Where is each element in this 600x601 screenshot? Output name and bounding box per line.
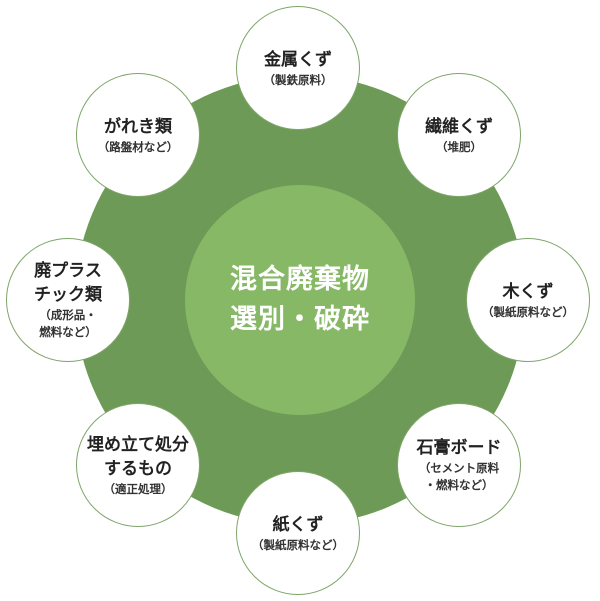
node-title: 石膏ボード	[416, 438, 502, 458]
node-title: 紙くず	[272, 514, 324, 535]
node-wood: 木くず （製紙原料など）	[466, 238, 590, 362]
node-sub: （堆肥）	[436, 139, 482, 154]
node-title: がれき類	[104, 116, 172, 137]
node-title: 廃プラス	[34, 261, 102, 281]
node-sub: ・燃料など）	[424, 478, 494, 492]
node-title: 木くず	[502, 281, 554, 302]
node-gypsum: 石膏ボード （セメント原料 ・燃料など）	[397, 403, 521, 527]
node-paper: 紙くず （製紙原料など）	[236, 471, 360, 595]
node-sub: （セメント原料	[418, 461, 500, 475]
node-rubble: がれき類 （路盤材など）	[76, 73, 200, 197]
node-sub: （路盤材など）	[97, 139, 179, 154]
node-title: チック類	[34, 285, 102, 305]
node-title: するもの	[104, 458, 172, 479]
node-sub: 燃料など）	[39, 325, 97, 339]
node-metal: 金属くず （製鉄原料）	[236, 6, 360, 130]
node-sub: （成形品・	[39, 308, 97, 322]
node-sub: （適正処理）	[103, 481, 173, 496]
node-sub: （製紙原料など）	[482, 304, 574, 319]
center-line-2: 選別・破砕	[230, 304, 370, 335]
node-sub: （製鉄原料）	[263, 72, 333, 87]
node-landfill: 埋め立て処分 するもの （適正処理）	[76, 403, 200, 527]
node-title: 繊維くず	[425, 116, 493, 137]
node-title: 金属くず	[264, 49, 332, 70]
node-title: 埋め立て処分	[87, 434, 189, 455]
center-line-1: 混合廃棄物	[230, 264, 370, 295]
node-fiber: 繊維くず （堆肥）	[397, 73, 521, 197]
node-plastic: 廃プラス チック類 （成形品・ 燃料など）	[6, 238, 130, 362]
center-circle: 混合廃棄物 選別・破砕	[185, 185, 415, 415]
node-sub: （製紙原料など）	[252, 537, 344, 552]
